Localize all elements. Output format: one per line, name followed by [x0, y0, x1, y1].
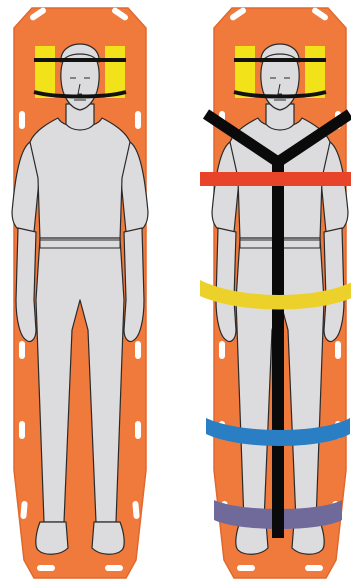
left-shoe	[36, 522, 68, 554]
board-hand-slot	[335, 341, 341, 359]
board-hand-slot	[105, 565, 123, 571]
board-hand-slot	[19, 111, 25, 129]
shirt	[30, 118, 130, 240]
board-hand-slot	[37, 565, 55, 571]
board-hand-slot	[135, 421, 141, 439]
left-forearm	[16, 228, 36, 342]
head-block-right	[105, 46, 125, 98]
head-block-left	[235, 46, 255, 98]
panel-right	[200, 6, 351, 578]
right-forearm	[324, 228, 344, 342]
harness-center-strap	[272, 158, 284, 538]
board-hand-slot	[135, 341, 141, 359]
right-shoe	[92, 522, 124, 554]
right-forearm	[124, 228, 144, 342]
harness-center-strap-lower	[272, 500, 284, 538]
panel-left	[12, 6, 148, 578]
left-forearm	[216, 228, 236, 342]
board-hand-slot	[237, 565, 255, 571]
chest-strap	[200, 172, 351, 186]
board-hand-slot	[19, 421, 25, 439]
board-hand-slot	[305, 565, 323, 571]
head-block-left	[35, 46, 55, 98]
board-hand-slot	[19, 341, 25, 359]
head-block-right	[305, 46, 325, 98]
board-hand-slot	[135, 111, 141, 129]
board-hand-slot	[219, 341, 225, 359]
